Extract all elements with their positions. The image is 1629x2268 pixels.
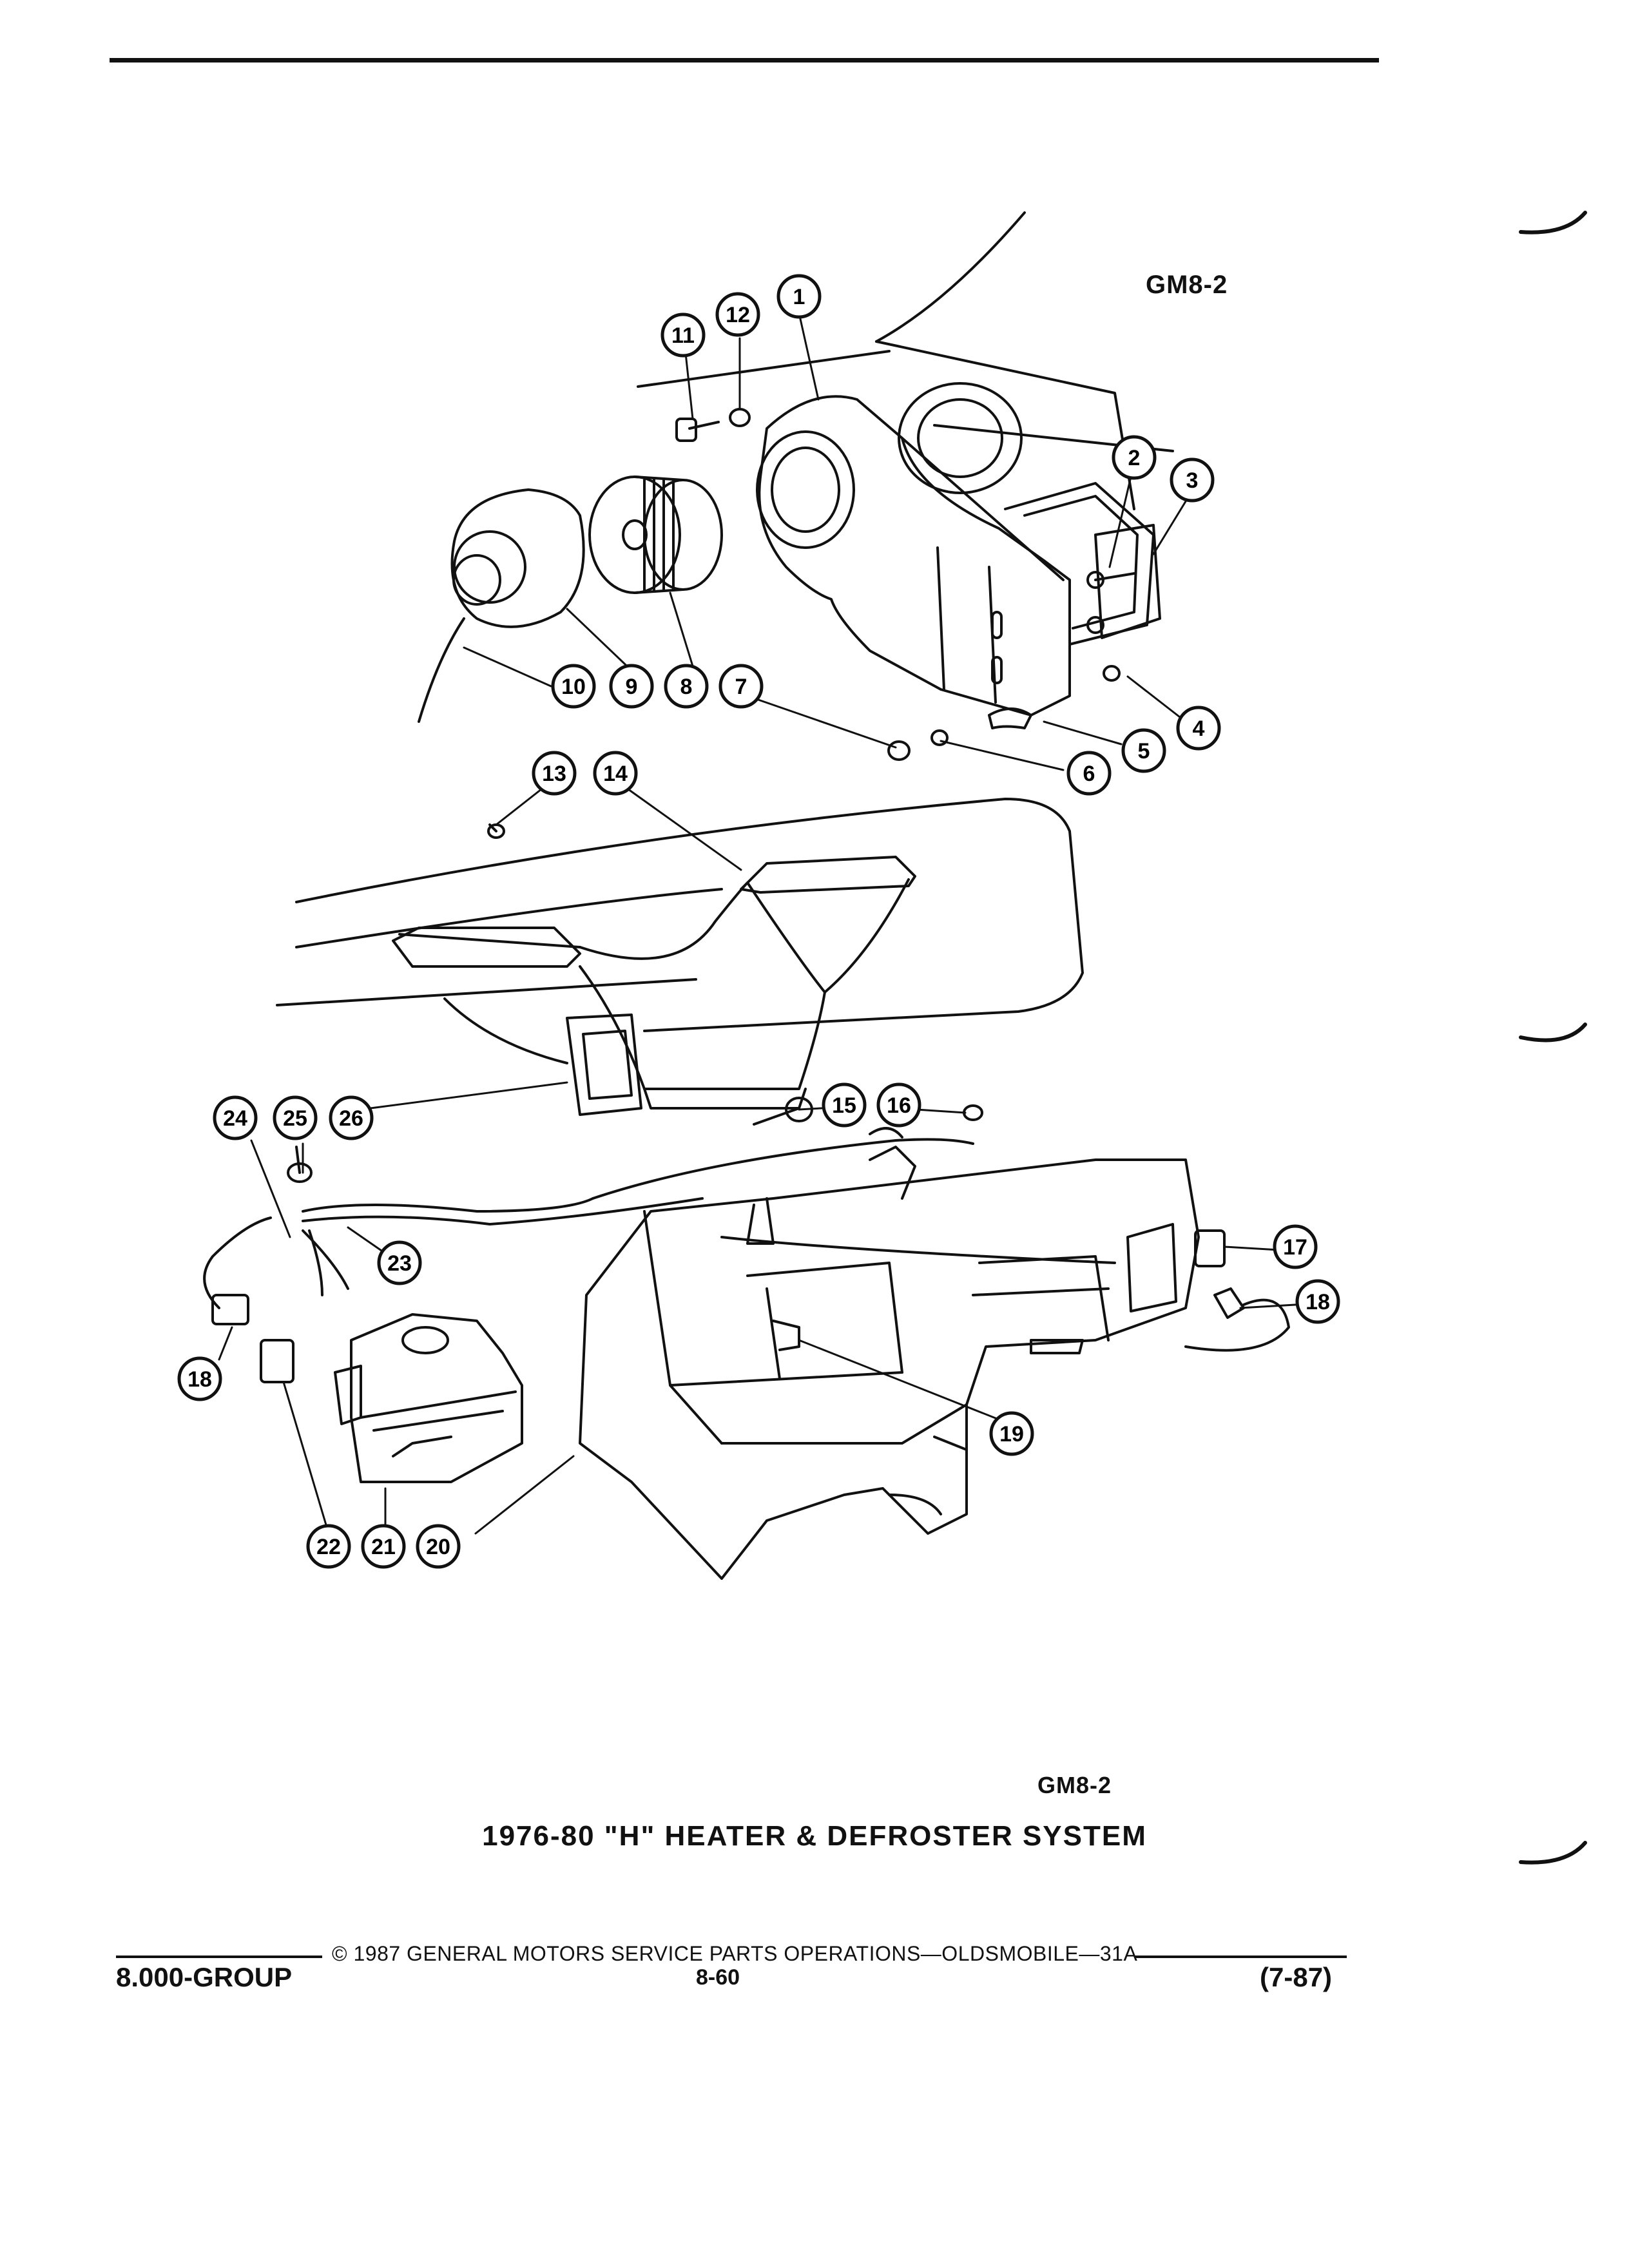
blower-motor [418, 488, 585, 723]
callout-12: 12 [715, 292, 760, 337]
callout-3: 3 [1170, 457, 1215, 503]
svg-text:9: 9 [626, 675, 638, 699]
callout-10: 10 [551, 664, 596, 709]
svg-text:5: 5 [1138, 739, 1150, 764]
svg-text:18: 18 [188, 1367, 212, 1392]
leader-lines [218, 318, 1296, 1541]
svg-text:2: 2 [1128, 446, 1141, 470]
top-rule [110, 58, 1379, 62]
wiring-harness [203, 1127, 1116, 1309]
callout-7: 7 [718, 664, 764, 709]
group-number: 8.000-GROUP [116, 1962, 293, 1992]
duct-clip [566, 1014, 642, 1116]
svg-text:18: 18 [1306, 1290, 1330, 1314]
heater-control [334, 1313, 523, 1483]
svg-text:6: 6 [1083, 762, 1095, 786]
heater-case [579, 1146, 1200, 1580]
figure-caption: 1976-80 "H" HEATER & DEFROSTER SYSTEM [482, 1820, 1147, 1852]
callout-18-left: 18 [177, 1356, 222, 1401]
svg-text:26: 26 [339, 1106, 363, 1131]
callout-20: 20 [416, 1524, 461, 1569]
callout-6: 6 [1066, 751, 1112, 796]
svg-text:17: 17 [1283, 1235, 1307, 1260]
callout-18-right: 18 [1295, 1279, 1340, 1324]
callout-11: 11 [660, 312, 706, 358]
callout-23: 23 [377, 1240, 422, 1285]
svg-text:8: 8 [680, 675, 693, 699]
copyright-notice: © 1987 GENERAL MOTORS SERVICE PARTS OPER… [332, 1942, 1138, 1965]
callout-1: 1 [776, 274, 822, 319]
callout-21: 21 [361, 1524, 406, 1569]
footer-rule-right [1134, 1956, 1347, 1958]
svg-text:3: 3 [1186, 468, 1199, 493]
svg-text:22: 22 [316, 1535, 341, 1559]
svg-text:23: 23 [387, 1251, 412, 1276]
callout-4: 4 [1176, 706, 1221, 751]
callout-17: 17 [1273, 1224, 1318, 1269]
callout-15: 15 [822, 1082, 867, 1128]
figure-ref-top: GM8-2 [1146, 271, 1228, 299]
svg-text:1: 1 [793, 285, 805, 309]
svg-text:7: 7 [735, 675, 747, 699]
svg-text:11: 11 [671, 323, 695, 348]
callout-8: 8 [664, 664, 709, 709]
firewall-panel [637, 211, 1174, 510]
callout-25: 25 [273, 1095, 318, 1140]
revision-date: (7-87) [1260, 1962, 1333, 1992]
upper-fasteners [675, 408, 1121, 761]
footer-rule-left [116, 1956, 322, 1958]
callout-22: 22 [306, 1524, 351, 1569]
callout-26: 26 [329, 1095, 374, 1140]
page-number: 8-60 [696, 1965, 740, 1990]
callout-14: 14 [593, 751, 638, 796]
svg-text:16: 16 [887, 1093, 911, 1118]
blower-resistor [1004, 482, 1161, 646]
svg-text:19: 19 [999, 1422, 1024, 1446]
figure-ref-bottom: GM8-2 [1037, 1772, 1112, 1798]
callout-9: 9 [609, 664, 654, 709]
svg-text:14: 14 [603, 762, 628, 786]
blower-wheel [588, 476, 723, 594]
callout-16: 16 [876, 1082, 921, 1128]
blower-case [756, 395, 1071, 716]
svg-text:24: 24 [223, 1106, 247, 1131]
svg-text:21: 21 [371, 1535, 396, 1559]
svg-text:10: 10 [561, 675, 586, 699]
callout-5: 5 [1121, 728, 1166, 773]
callout-13: 13 [532, 751, 577, 796]
svg-text:15: 15 [832, 1093, 856, 1118]
svg-text:12: 12 [726, 303, 750, 327]
svg-text:13: 13 [542, 762, 566, 786]
svg-text:25: 25 [283, 1106, 307, 1131]
callout-19: 19 [989, 1411, 1034, 1456]
duct-fasteners [287, 823, 983, 1183]
callout-2: 2 [1112, 435, 1157, 480]
svg-text:20: 20 [426, 1535, 450, 1559]
callout-24: 24 [213, 1095, 258, 1140]
svg-text:4: 4 [1193, 716, 1205, 741]
callouts: 1 11 12 2 3 4 5 6 7 8 9 10 13 14 24 25 2… [177, 274, 1340, 1569]
instrument-panel-duct [276, 798, 1084, 1110]
binding-marks [1519, 211, 1587, 1865]
